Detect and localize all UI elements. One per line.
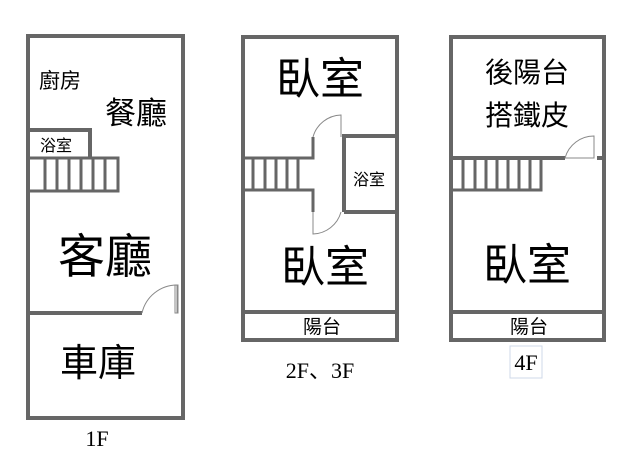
label-box [509,345,543,379]
bath-wall [342,134,397,214]
staircase [451,158,543,192]
room-rear-balcony-roof: 搭鐵皮 [485,99,569,132]
bath-wall [28,128,92,158]
room-dining: 餐廳 [105,96,167,132]
door-icon [141,284,179,314]
floor-label-1f: 1F [85,426,108,451]
staircase [26,156,120,193]
room-kitchen: 廚房 [39,69,81,93]
room-bath: 浴室 [353,170,385,189]
room-garage: 車庫 [60,341,136,385]
floor-label-2f-3f: 2F、3F [286,358,354,383]
room-bedroom: 臥室 [483,240,571,291]
room-balcony: 陽台 [303,316,341,338]
outer-wall [26,34,185,420]
room-bath: 浴室 [40,136,72,155]
room-balcony: 陽台 [510,316,548,338]
room-bedroom-bottom: 臥室 [281,242,369,293]
room-living: 客廳 [58,230,152,285]
staircase [243,137,315,212]
room-bedroom-top: 臥室 [276,54,364,105]
room-rear-balcony: 後陽台 [485,56,569,89]
floor-4f: 後陽台 搭鐵皮 臥室 陽台 4F [449,35,606,379]
floor-1f: 廚房 餐廳 浴室 客廳 車庫 1F [26,34,185,451]
floor-2f-3f: 臥室 浴室 臥室 陽台 2F、3F [241,35,399,383]
door-icon [564,135,595,159]
floor-label-4f: 4F [514,350,537,375]
door-icon [312,114,342,235]
